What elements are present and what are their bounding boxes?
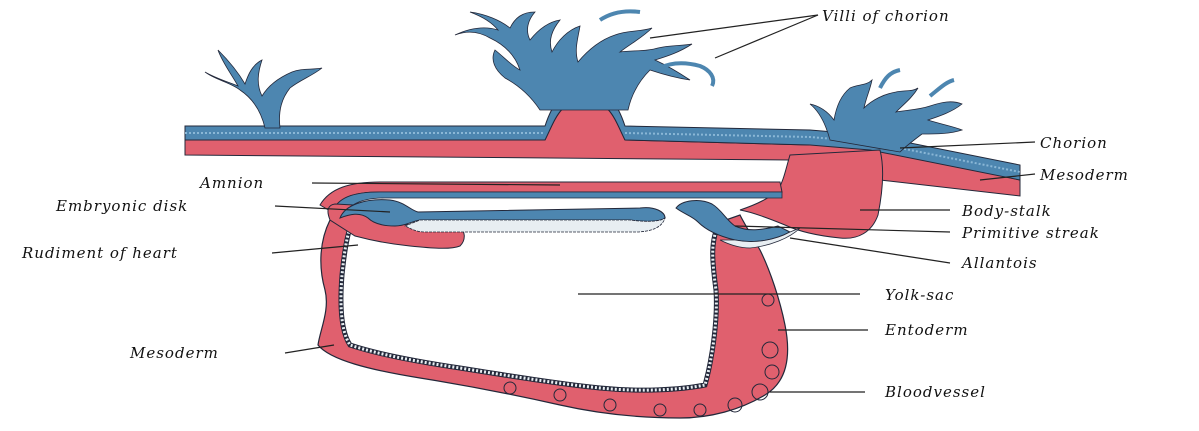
label-embryonic-disk: Embryonic disk [55, 197, 188, 215]
leader-allantois [790, 238, 950, 263]
villus-center [455, 12, 692, 110]
label-entoderm: Entoderm [884, 321, 969, 339]
villus-left [205, 50, 322, 128]
label-yolk-sac: Yolk-sac [885, 286, 954, 304]
label-rudiment-of-heart: Rudiment of heart [21, 244, 178, 262]
label-mesoderm-right: Mesoderm [1039, 166, 1129, 184]
label-villi-of-chorion: Villi of chorion [822, 7, 950, 25]
label-mesoderm-left: Mesoderm [129, 344, 219, 362]
yolk-sac [318, 215, 788, 418]
label-amnion: Amnion [198, 174, 264, 192]
label-allantois: Allantois [960, 254, 1038, 272]
label-chorion: Chorion [1040, 134, 1108, 152]
label-body-stalk: Body-stalk [961, 202, 1052, 220]
label-bloodvessel: Bloodvessel [884, 383, 986, 401]
label-primitive-streak: Primitive streak [961, 224, 1100, 242]
embryonic-disk-entoderm [405, 218, 665, 232]
leader-villi-1 [650, 15, 818, 38]
